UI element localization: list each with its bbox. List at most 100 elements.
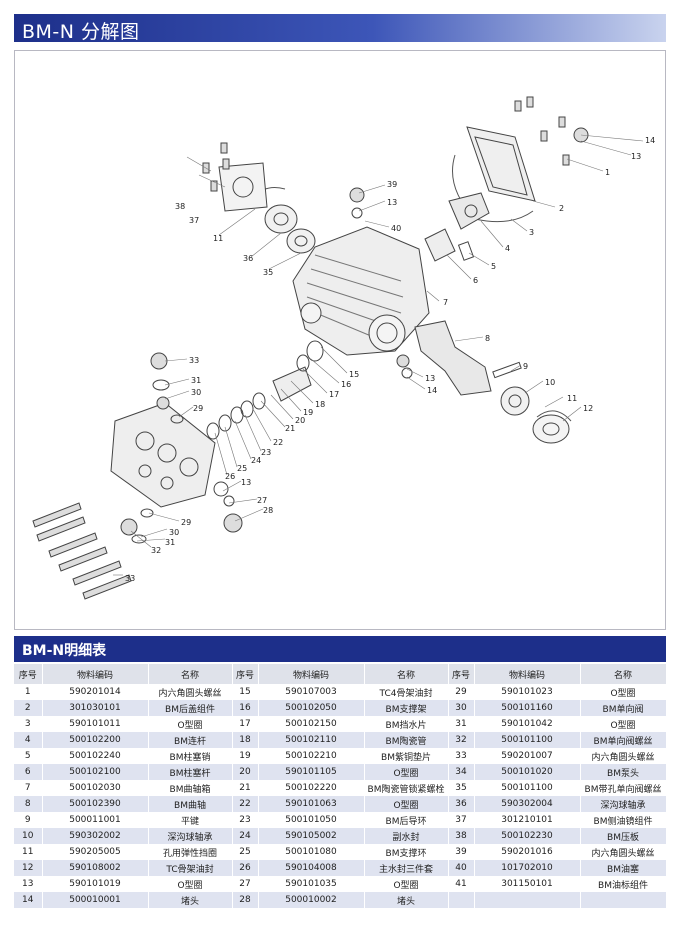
diagram-label: 18 <box>315 400 325 409</box>
cell-name: O型圈 <box>364 796 449 812</box>
diagram-label: 10 <box>545 378 555 387</box>
cell-name: 副水封 <box>364 828 449 844</box>
cell-name: 内六角圆头螺丝 <box>148 684 233 700</box>
cell-name: 内六角圆头螺丝 <box>580 748 667 764</box>
diagram-label: 5 <box>491 262 496 271</box>
diagram-label: 11 <box>213 234 223 243</box>
cell-code: 301150101 <box>474 876 581 892</box>
cell-no: 14 <box>14 892 43 908</box>
diagram-label: 29 <box>181 518 191 527</box>
cell-no: 16 <box>231 700 259 716</box>
diagram-label: 19 <box>303 408 313 417</box>
cell-code: 590205005 <box>42 844 149 860</box>
cell-no: 37 <box>447 812 475 828</box>
cell-code: 500102210 <box>258 748 365 764</box>
cell-code: 500011001 <box>42 812 149 828</box>
cell-no: 13 <box>14 876 43 892</box>
cell-no: 15 <box>231 684 259 700</box>
diagram-label: 36 <box>243 254 253 263</box>
cell-no: 3 <box>14 716 43 732</box>
cell-code: 590302004 <box>474 796 581 812</box>
cell-code: 500101050 <box>258 812 365 828</box>
diagram-label: 11 <box>567 394 577 403</box>
cell-name: 堵头 <box>148 892 233 908</box>
cell-no: 22 <box>231 796 259 812</box>
cell-name: BM侧油镜组件 <box>580 812 667 828</box>
diagram-label: 20 <box>295 416 305 425</box>
cell-no: 40 <box>447 860 475 876</box>
cell-name: BM挡水片 <box>364 716 449 732</box>
cell-code: 590101063 <box>258 796 365 812</box>
cell-code: 590302002 <box>42 828 149 844</box>
diagram-label: 30 <box>169 528 179 537</box>
plunger-assembly-drawing <box>206 340 324 440</box>
cell-name: BM单向阀螺丝 <box>580 732 667 748</box>
cell-name <box>580 892 667 908</box>
diagram-label: 12 <box>583 404 593 413</box>
cell-code: 500102100 <box>42 764 149 780</box>
cell-name: BM陶瓷管 <box>364 732 449 748</box>
diagram-label: 2 <box>559 204 564 213</box>
cell-code: 590101105 <box>258 764 365 780</box>
cell-no: 2 <box>14 700 43 716</box>
col-header-name: 名称 <box>580 664 667 684</box>
diagram-label: 30 <box>191 388 201 397</box>
cell-code: 500010001 <box>42 892 149 908</box>
cell-name: 深沟球轴承 <box>580 796 667 812</box>
cell-name: BM连杆 <box>148 732 233 748</box>
col-header-no: 序号 <box>231 664 259 684</box>
cell-code: 500102390 <box>42 796 149 812</box>
cell-no: 35 <box>447 780 475 796</box>
col-header-no: 序号 <box>447 664 475 684</box>
cell-code: 590105002 <box>258 828 365 844</box>
cell-name: 深沟球轴承 <box>148 828 233 844</box>
cell-no: 23 <box>231 812 259 828</box>
diagram-label: 17 <box>329 390 339 399</box>
cell-no: 28 <box>231 892 259 908</box>
side-bearing-drawing <box>218 162 316 254</box>
diagram-label: 1 <box>605 168 610 177</box>
col-header-name: 名称 <box>364 664 449 684</box>
diagram-label: 9 <box>523 362 528 371</box>
cell-name: 堵头 <box>364 892 449 908</box>
diagram-label: 35 <box>263 268 273 277</box>
cell-code: 590201007 <box>474 748 581 764</box>
cell-name: O型圈 <box>364 876 449 892</box>
cell-no: 20 <box>231 764 259 780</box>
diagram-label: 14 <box>427 386 437 395</box>
cell-code: 590201014 <box>42 684 149 700</box>
diagram-label: 26 <box>225 472 235 481</box>
diagram-label: 27 <box>257 496 267 505</box>
cell-code: 500101100 <box>474 732 581 748</box>
diagram-label: 38 <box>175 202 185 211</box>
cell-name: BM紫铜垫片 <box>364 748 449 764</box>
cell-name: 内六角圆头螺丝 <box>580 844 667 860</box>
cell-no: 32 <box>447 732 475 748</box>
cell-code: 101702010 <box>474 860 581 876</box>
cell-no: 36 <box>447 796 475 812</box>
cell-no: 25 <box>231 844 259 860</box>
col-header-code: 物料编码 <box>474 664 581 684</box>
diagram-label: 8 <box>485 334 490 343</box>
cell-code: 500102230 <box>474 828 581 844</box>
cell-code: 590101042 <box>474 716 581 732</box>
diagram-label: 25 <box>237 464 247 473</box>
cell-no: 1 <box>14 684 43 700</box>
diagram-label: 40 <box>391 224 401 233</box>
cell-name: BM油塞 <box>580 860 667 876</box>
long-bolts-drawing <box>32 502 132 600</box>
col-header-code: 物料编码 <box>258 664 365 684</box>
cell-code: 590107003 <box>258 684 365 700</box>
cell-no: 5 <box>14 748 43 764</box>
cell-no: 21 <box>231 780 259 796</box>
cell-no: 12 <box>14 860 43 876</box>
diagram-label: 15 <box>349 370 359 379</box>
cell-no: 39 <box>447 844 475 860</box>
